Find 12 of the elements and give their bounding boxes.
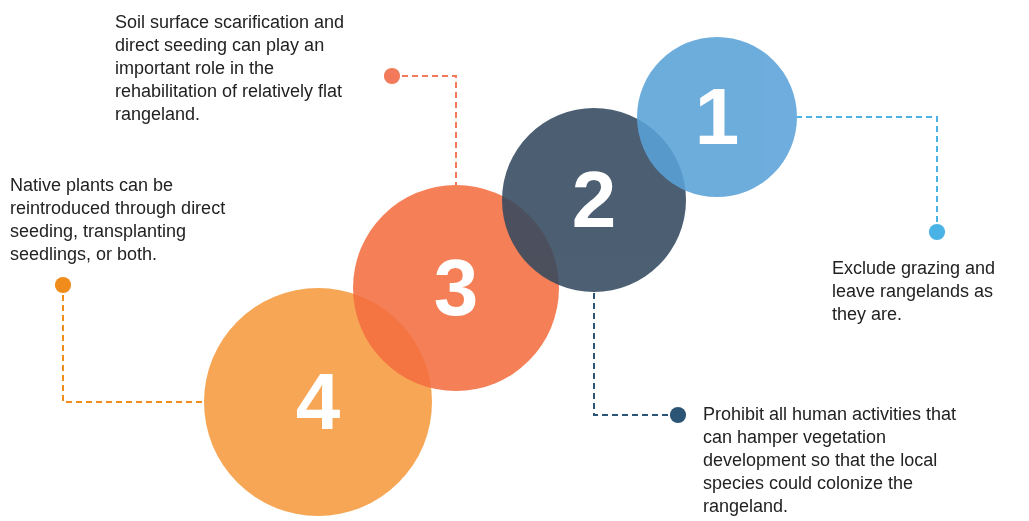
leader-line [383,67,457,186]
callout-text: Soil surface scarification and direct seeding can play an important role in the rehabilitation of relatively flat rangeland. [115,11,355,126]
step-number: 4 [295,362,341,442]
callout-text: Prohibit all human activities that can hamper vegetation development so that the local species could colonize the rangeland. [703,403,978,518]
step-number: 2 [571,160,617,240]
leader-line [796,116,946,241]
leader-line [593,291,687,424]
leader-line [54,276,205,403]
step-number: 1 [694,77,740,157]
callout-text: Native plants can be reintroduced through direct seeding, transplanting seedlings, or both. [10,174,270,266]
callout-text: Exclude grazing and leave rangelands as they are. [832,257,1022,326]
step-number: 3 [433,248,479,328]
